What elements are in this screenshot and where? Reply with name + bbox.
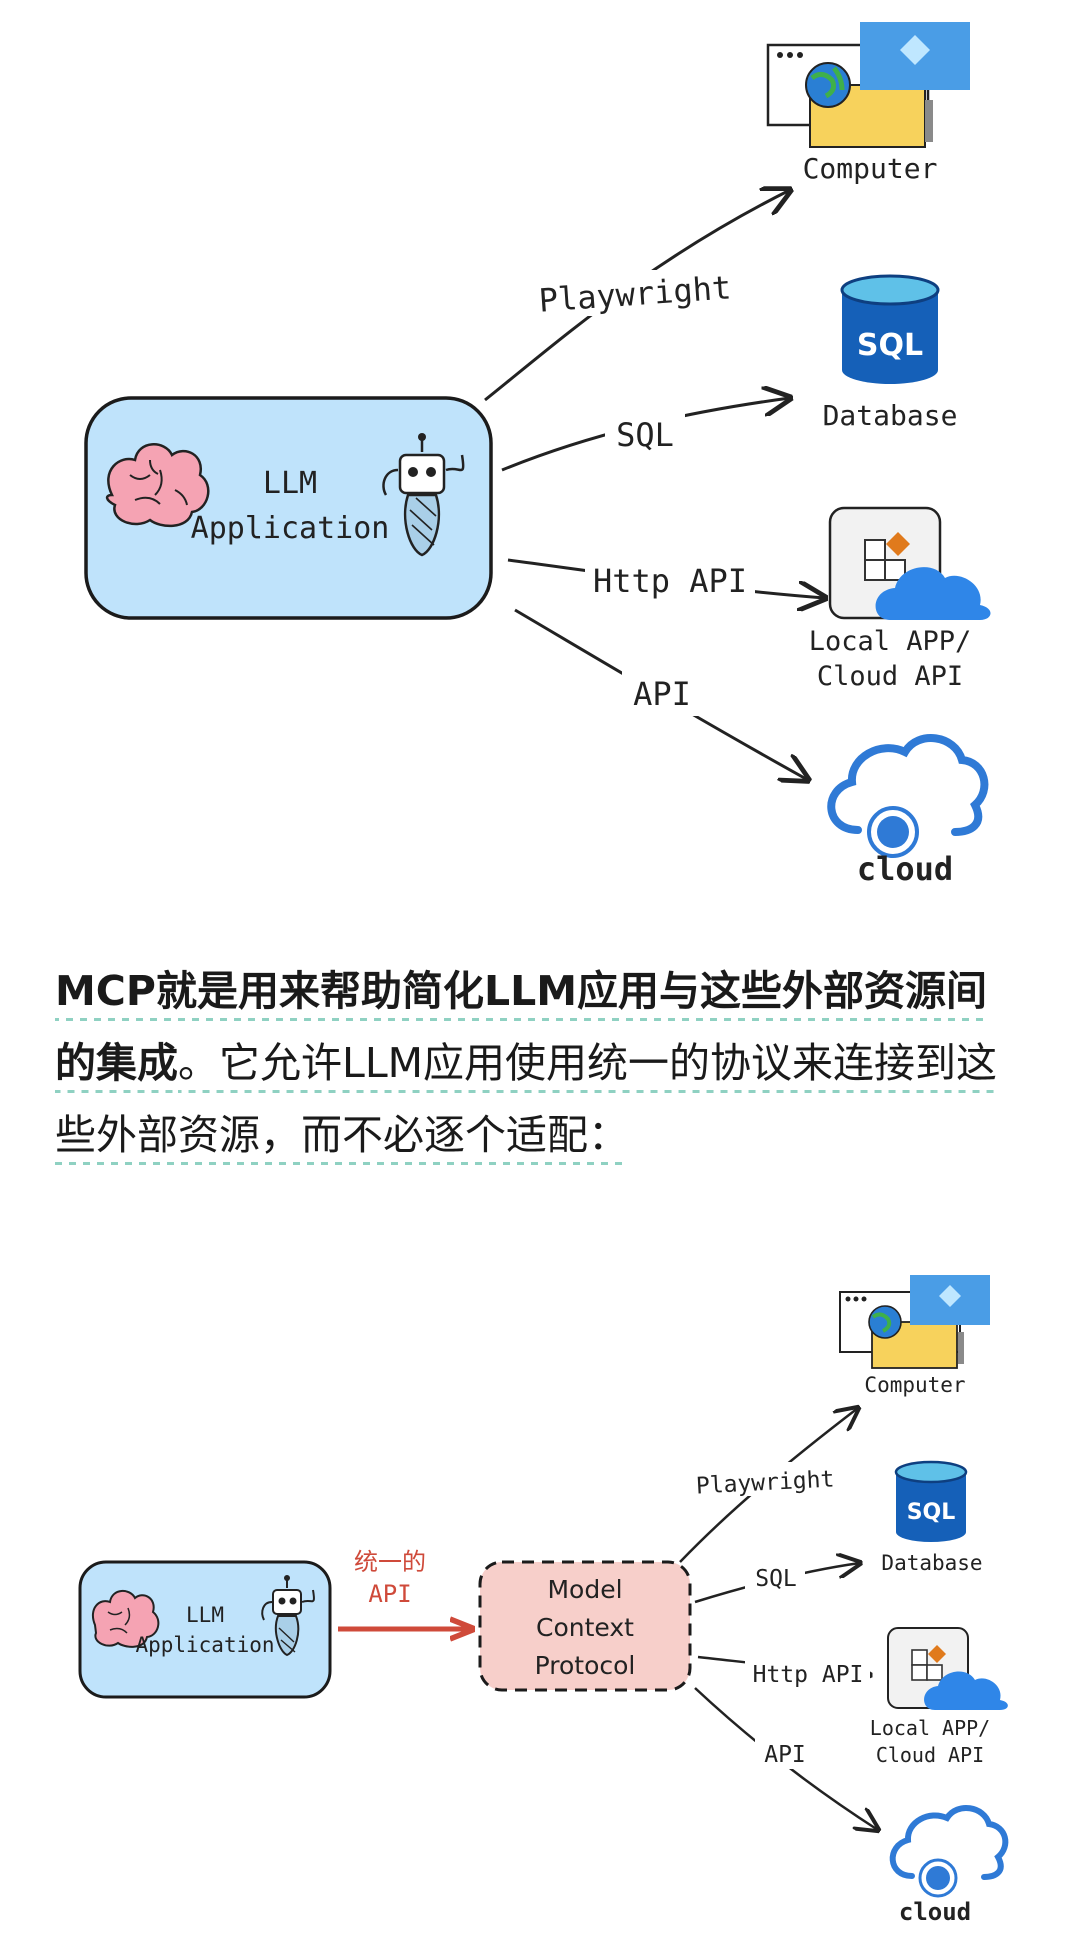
brain-icon-small (91, 1590, 160, 1648)
computer-target-small: Computer (839, 1275, 990, 1397)
local-app-label-line2: Cloud API (817, 661, 963, 692)
app-label-line1: LLM (263, 466, 317, 501)
local-app-small-label-line2: Cloud API (876, 1743, 984, 1767)
database-label: Database (823, 399, 958, 432)
database-target-small: SQL Database (881, 1460, 983, 1575)
computer-target: Computer (766, 22, 970, 185)
diagram-top-canvas: LLM Application Playwright SQL Http API … (84, 22, 991, 888)
paragraph-line-2: 的集成。它允许LLM应用使用统一的协议来连接到这 (55, 1027, 1035, 1099)
robot-icon-small (261, 1575, 315, 1657)
app-label-line2: Application (191, 511, 390, 546)
computer-label: Computer (803, 152, 938, 185)
edge2-label-api: API (764, 1742, 806, 1768)
cloud-label: cloud (857, 850, 953, 888)
paragraph-line-1: MCP就是用来帮助简化LLM应用与这些外部资源间 (55, 955, 1035, 1027)
cloud-target-small: cloud (889, 1805, 1009, 1926)
cloud-blue-icon (875, 567, 991, 620)
database-small-label: Database (881, 1551, 982, 1575)
robot-icon (382, 433, 465, 557)
llm-application-box-small: LLM Application (78, 1560, 332, 1699)
local-app-target-small: Local APP/ Cloud API (870, 1627, 1008, 1767)
paragraph-line2-bold: 的集成 (55, 1039, 178, 1093)
cloud-small-label: cloud (899, 1898, 971, 1926)
cloud-outline-icon (827, 734, 989, 858)
cloud-blue-icon-small (924, 1671, 1008, 1710)
local-app-target: Local APP/ Cloud API (809, 506, 991, 692)
app-small-label-line1: LLM (186, 1603, 224, 1627)
paragraph-section: MCP就是用来帮助简化LLM应用与这些外部资源间 的集成。它允许LLM应用使用统… (0, 955, 1080, 1215)
database-icon: SQL (840, 274, 940, 384)
computer-icon (766, 22, 970, 148)
llm-application-box: LLM Application (84, 396, 493, 620)
edge-label-http-api: Http API (593, 562, 747, 600)
edge-label-api: API (633, 675, 691, 713)
paragraph-line-3: 些外部资源，而不必逐个适配： (55, 1099, 1035, 1171)
unified-api-label-line1: 统一的 (354, 1548, 426, 1576)
mcp-label-line1: Model (547, 1575, 622, 1604)
edge2-label-http-api: Http API (753, 1662, 864, 1688)
paragraph: MCP就是用来帮助简化LLM应用与这些外部资源间 的集成。它允许LLM应用使用统… (55, 955, 1035, 1171)
unified-api-label-line2: API (368, 1580, 411, 1608)
diagram-bottom-canvas: LLM Application 统一的 API Model Context Pr… (78, 1275, 1009, 1926)
mcp-label-line2: Context (536, 1613, 634, 1642)
database-small-icon-text: SQL (907, 1500, 956, 1525)
diagram-top: LLM Application Playwright SQL Http API … (0, 0, 1080, 900)
app-small-label-line2: Application (135, 1633, 274, 1657)
paragraph-line2-rest: 。它允许LLM应用使用统一的协议来连接到这 (178, 1039, 998, 1093)
edge2-label-sql: SQL (755, 1566, 797, 1592)
paragraph-line1-bold: MCP就是用来帮助简化LLM应用与这些外部资源间 (55, 967, 987, 1021)
database-icon-small: SQL (894, 1460, 968, 1542)
brain-icon (105, 443, 210, 527)
cloud-target: cloud (827, 734, 989, 888)
mcp-box: Model Context Protocol (478, 1560, 692, 1692)
database-target: SQL Database (823, 274, 958, 432)
database-icon-text: SQL (857, 328, 923, 363)
local-app-label-line1: Local APP/ (809, 626, 972, 657)
paragraph-line3: 些外部资源，而不必逐个适配： (55, 1111, 629, 1165)
mcp-label-line3: Protocol (535, 1651, 636, 1680)
diagram-bottom: LLM Application 统一的 API Model Context Pr… (0, 1240, 1080, 1938)
computer-icon-small (839, 1275, 990, 1369)
local-app-small-label-line1: Local APP/ (870, 1716, 990, 1740)
edge-label-sql: SQL (616, 416, 674, 454)
cloud-outline-icon-small (889, 1805, 1009, 1898)
computer-small-label: Computer (864, 1373, 965, 1397)
